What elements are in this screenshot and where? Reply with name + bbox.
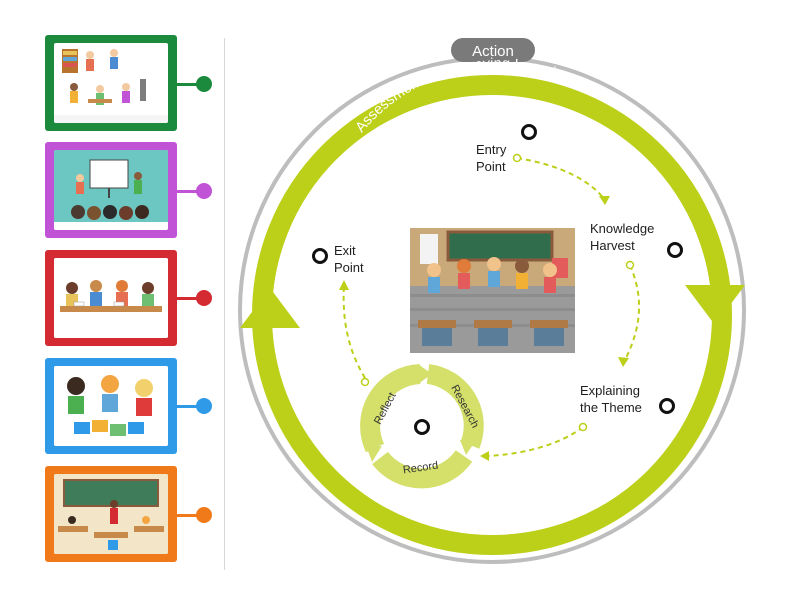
outer-bottom-label: Self-assessment xyxy=(436,508,544,530)
learning-cycle-diagram: Action Assessment for Improving Learning… xyxy=(230,0,800,600)
dashed-flow-arrows xyxy=(342,157,640,457)
blue-image-card[interactable] xyxy=(45,358,177,454)
red-connector xyxy=(177,297,199,300)
cycle-record: Record xyxy=(402,460,439,477)
sidebar-divider xyxy=(224,38,225,570)
blue-connector xyxy=(177,405,199,408)
green-connector xyxy=(177,83,199,86)
purple-dot xyxy=(196,183,212,199)
left-arrowhead xyxy=(240,288,300,328)
inner-cycle xyxy=(360,364,484,489)
presentation-image xyxy=(54,150,168,230)
explaining-theme-marker[interactable] xyxy=(659,398,675,414)
kids-reading-image xyxy=(54,258,168,338)
knowledge-harvest-marker[interactable] xyxy=(667,242,683,258)
purple-connector xyxy=(177,190,199,193)
kids-playing-image xyxy=(54,43,168,123)
action-badge xyxy=(451,38,535,62)
exit-point-marker[interactable] xyxy=(312,248,328,264)
right-arrowhead xyxy=(685,285,745,325)
orange-image-card[interactable] xyxy=(45,466,177,562)
image-sidebar xyxy=(0,0,230,600)
orange-dot xyxy=(196,507,212,523)
blue-dot xyxy=(196,398,212,414)
classroom-lesson-image xyxy=(54,474,168,554)
orange-connector xyxy=(177,514,199,517)
purple-image-card[interactable] xyxy=(45,142,177,238)
red-image-card[interactable] xyxy=(45,250,177,346)
green-dot xyxy=(196,76,212,92)
action-badge-text: Action xyxy=(472,43,514,60)
red-dot xyxy=(196,290,212,306)
green-image-card[interactable] xyxy=(45,35,177,131)
entry-point-marker[interactable] xyxy=(521,124,537,140)
kids-puzzle-image xyxy=(54,366,168,446)
dashed-arrowheads xyxy=(339,196,629,461)
inner-cycle-marker[interactable] xyxy=(414,419,430,435)
classroom-center-image xyxy=(410,228,575,353)
